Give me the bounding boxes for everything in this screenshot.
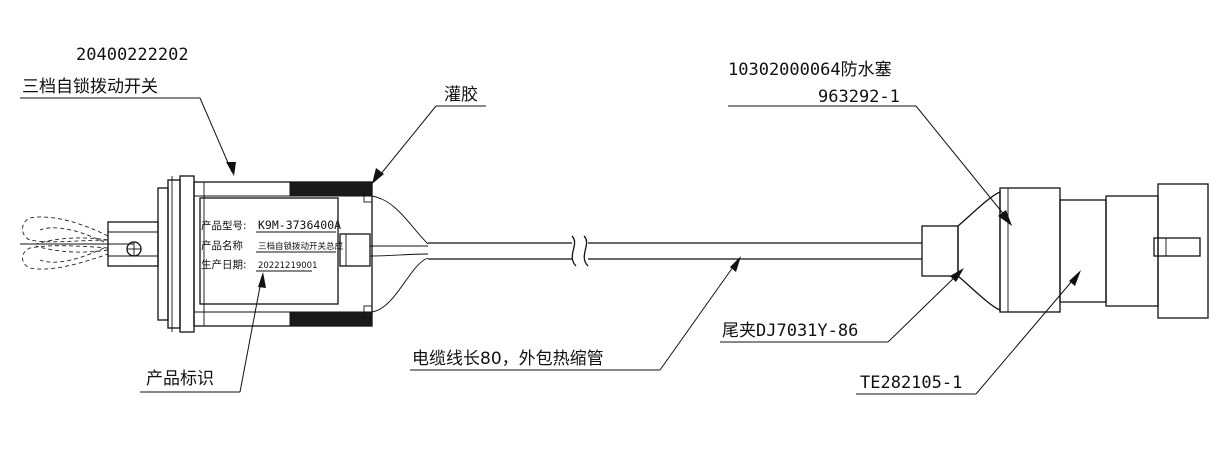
callout-product-label: 产品标识 bbox=[140, 272, 266, 393]
nameplate: 产品型号: K9M-3736400A 产品名称 三档自锁拨动开关总成 生产日期:… bbox=[201, 218, 344, 272]
tail-clip-label: 尾夹DJ7031Y-86 bbox=[722, 321, 858, 341]
potting-label: 灌胶 bbox=[444, 85, 478, 105]
nameplate-date-value: 20221219001 bbox=[258, 261, 318, 271]
connector-label: TE282105-1 bbox=[860, 373, 962, 393]
toggle-lever bbox=[20, 216, 134, 270]
callout-connector: TE282105-1 bbox=[856, 270, 1081, 395]
switch-bushing bbox=[107, 221, 159, 267]
nameplate-name-value: 三档自锁拨动开关总成 bbox=[258, 241, 344, 252]
connector-body bbox=[999, 183, 1209, 319]
callout-plug: 10302000064防水塞 963292-1 bbox=[728, 60, 1012, 226]
tail-clip bbox=[921, 191, 1001, 311]
callout-switch: 20400222202 三档自锁拨动开关 bbox=[20, 45, 236, 176]
wire-fanout bbox=[369, 195, 429, 313]
nameplate-model-value: K9M-3736400A bbox=[258, 218, 341, 232]
callout-cable: 电缆线长80，外包热缩管 bbox=[410, 256, 741, 371]
nameplate-date-key: 生产日期: bbox=[201, 258, 247, 271]
cable bbox=[428, 235, 922, 267]
product-label: 产品标识 bbox=[146, 369, 214, 389]
switch-name: 三档自锁拨动开关 bbox=[22, 77, 158, 97]
callout-potting: 灌胶 bbox=[372, 85, 486, 184]
plug-part-number: 10302000064防水塞 bbox=[728, 60, 892, 80]
potting-top bbox=[289, 181, 373, 197]
callout-tail-clip: 尾夹DJ7031Y-86 bbox=[720, 268, 964, 343]
nameplate-model-key: 产品型号: bbox=[201, 219, 247, 232]
plug-model: 963292-1 bbox=[818, 87, 900, 107]
switch-housing bbox=[193, 181, 373, 327]
switch-part-number: 20400222202 bbox=[76, 45, 189, 65]
cable-label: 电缆线长80，外包热缩管 bbox=[412, 349, 604, 369]
nameplate-name-key: 产品名称 bbox=[201, 239, 243, 252]
potting-bottom bbox=[289, 311, 373, 327]
